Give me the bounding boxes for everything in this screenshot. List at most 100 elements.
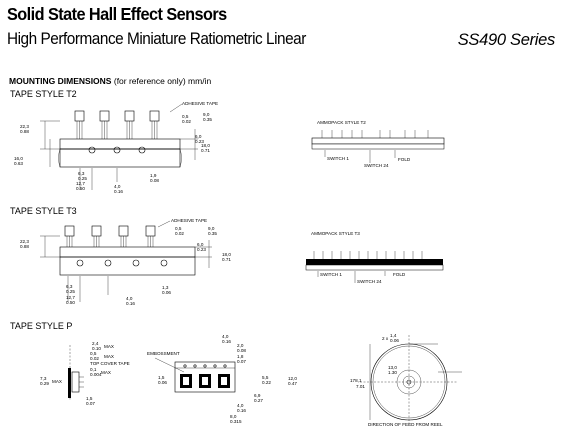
dimension-label: 4,0 — [237, 403, 244, 408]
section-heading: MOUNTING DIMENSIONS (for reference only)… — [9, 76, 211, 86]
dimension-label: MAX — [101, 370, 111, 375]
dimension-label: 0.27 — [254, 398, 263, 403]
dimension-label: 6,9 — [254, 393, 261, 398]
dimension-label: 12,7 — [66, 295, 75, 300]
dimension-label: 0,5 — [175, 226, 182, 231]
dimension-label: 0.07 — [86, 401, 95, 406]
dimension-label: 16,0 — [14, 156, 23, 161]
dimension-label: 1,8 — [237, 354, 244, 359]
dimension-label: 8,0 — [230, 414, 237, 419]
dimension-label: 1,3 — [162, 285, 169, 290]
section-heading-bold: MOUNTING DIMENSIONS — [9, 76, 112, 86]
dimension-label: 12,0 — [288, 376, 297, 381]
dimension-label: 6,0 — [195, 134, 202, 139]
dimension-label: 1,4 — [390, 333, 397, 338]
tape-style-p-label: TAPE STYLE P — [10, 321, 73, 331]
dimension-label: FOLD — [393, 272, 406, 277]
dimension-label: FOLD — [398, 157, 411, 162]
dimension-label: 0.88 — [20, 129, 29, 134]
dimension-label: AMMOPACK STYLE T2 — [317, 120, 366, 125]
dimension-label: 6,0 — [197, 242, 204, 247]
dimension-label: 0.02 — [182, 119, 191, 124]
dimension-label: 18,0 — [201, 143, 210, 148]
dimension-label: 18,0 — [222, 252, 231, 257]
dimension-label: SWITCH 1 — [327, 156, 349, 161]
dimension-label: SWITCH 24 — [364, 163, 389, 168]
dimension-label: ADHESIVE TAPE — [182, 101, 218, 106]
dimension-label: 4,0 — [114, 184, 121, 189]
dimension-label: 0.71 — [201, 148, 210, 153]
dimension-label: 0.02 — [175, 231, 184, 236]
dimension-label: 5,5 — [262, 375, 269, 380]
dimension-label: 9,0 — [203, 112, 210, 117]
dimension-label: MAX — [104, 344, 114, 349]
t2-tape-drawing — [40, 103, 198, 190]
dimension-label: 0.25 — [78, 176, 87, 181]
dimension-label: 0.02 — [90, 356, 99, 361]
tape-style-t2-label: TAPE STYLE T2 — [10, 89, 77, 99]
t3-ammopack — [305, 251, 444, 283]
dimension-label: 0.25 — [66, 289, 75, 294]
dimension-label: 0.315 — [230, 419, 242, 424]
dimension-label: 6,3 — [78, 171, 85, 176]
dimension-label: 1,5 — [158, 375, 165, 380]
dimension-label: 0.63 — [14, 161, 23, 166]
dimension-label: 4,0 — [222, 334, 229, 339]
dimension-label: 9,0 — [208, 226, 215, 231]
dimension-label: 0.23 — [195, 139, 204, 144]
dimension-label: 0.08 — [150, 178, 159, 183]
series-name: SS490 Series — [457, 31, 556, 49]
dimension-label: ADHESIVE TAPE — [171, 218, 207, 223]
dimension-label: 0,5 — [182, 114, 189, 119]
dimension-label: 178,1 — [350, 378, 362, 383]
reel-drawing — [360, 335, 462, 425]
dimension-label: 22,3 — [20, 124, 29, 129]
dimension-label: AMMOPACK STYLE T3 — [311, 231, 360, 236]
dimension-label: 0.29 — [40, 381, 49, 386]
dimension-label: 0,1 — [90, 367, 97, 372]
dimension-label: TOP COVER TAPE — [90, 361, 130, 366]
dimension-label: 0.16 — [237, 408, 246, 413]
dimension-label: 13,0 — [388, 365, 397, 370]
dimension-label: 0.10 — [92, 346, 101, 351]
dimension-label: MAX — [52, 379, 62, 384]
dimension-label: 2,0 — [237, 343, 244, 348]
p-left-drawing — [68, 345, 84, 400]
dimension-label: 6,3 — [66, 284, 73, 289]
dimension-label: 0.50 — [76, 186, 85, 191]
page-subtitle: High Performance Miniature Ratiometric L… — [7, 30, 306, 48]
dimension-label: SWITCH 24 — [357, 279, 382, 284]
dimension-label: 1.30 — [388, 370, 397, 375]
dimension-label: 0.22 — [262, 380, 271, 385]
dimension-label: SWITCH 1 — [320, 272, 342, 277]
dimension-label: 0.06 — [162, 290, 171, 295]
dimension-label: EMBOSSMENT — [147, 351, 180, 356]
dimension-label: 0.16 — [222, 339, 231, 344]
dimension-label: 1,5 — [86, 396, 93, 401]
dimension-label: 7.01 — [356, 384, 365, 389]
page-title: Solid State Hall Effect Sensors — [7, 4, 227, 24]
dimension-label: 0.88 — [20, 244, 29, 249]
dimension-label: 0.50 — [66, 300, 75, 305]
dimension-label: 0,5 — [90, 351, 97, 356]
dimension-label: 0.06 — [158, 380, 167, 385]
dimension-label: 7,3 — [40, 376, 47, 381]
dimension-label: MAX — [104, 354, 114, 359]
t2-ammopack — [311, 130, 445, 163]
dimension-label: 0.07 — [237, 359, 246, 364]
dimension-label: 0.71 — [222, 257, 231, 262]
dimension-label: 0.47 — [288, 381, 297, 386]
dimension-label: 0.16 — [126, 301, 135, 306]
dimension-label: 0.08 — [237, 348, 246, 353]
dimension-label: 0.16 — [114, 189, 123, 194]
dimension-label: 1,9 — [150, 173, 157, 178]
dimension-label: 0.06 — [390, 338, 399, 343]
dimension-label: 2 x — [382, 336, 389, 341]
dimension-label: 0.35 — [203, 117, 212, 122]
dimension-label: 4,0 — [126, 296, 133, 301]
t3-tape-drawing — [40, 220, 212, 302]
dimension-label: 2,4 — [92, 341, 99, 346]
dimension-label: 22,3 — [20, 239, 29, 244]
p-center-drawing — [154, 357, 236, 393]
